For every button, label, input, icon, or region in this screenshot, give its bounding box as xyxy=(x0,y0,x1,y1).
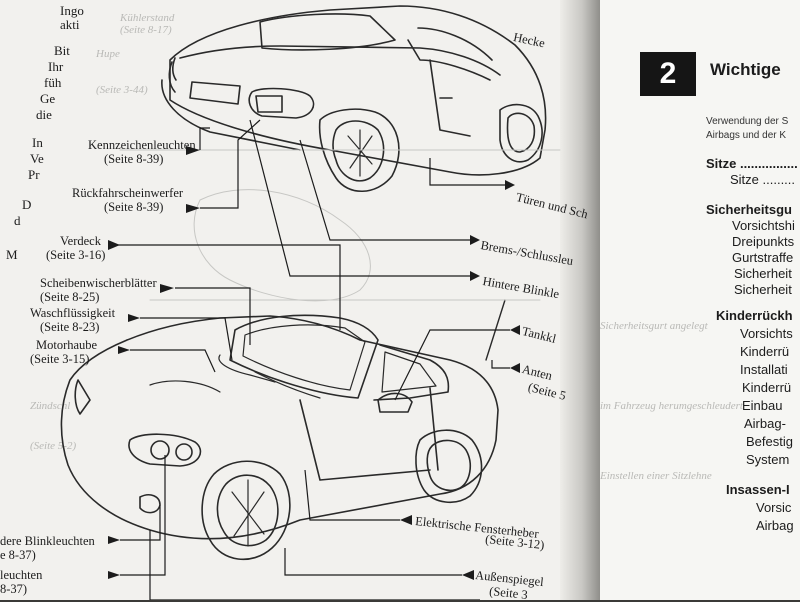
callout-motorhaube: Motorhaube xyxy=(36,338,98,352)
body-text-fragment: Ge xyxy=(40,91,56,106)
toc-section-insassen: Insassen-I xyxy=(726,482,790,497)
callout-scheibenwischerblaetter: Scheibenwischerblätter xyxy=(40,276,157,290)
body-text-fragment: Ihr xyxy=(48,59,64,74)
toc-entry: Sitze ......... xyxy=(730,172,796,187)
toc-entry: Vorsichtshi xyxy=(732,218,795,233)
body-text-fragment: M xyxy=(6,247,18,262)
callout-rueckfahrscheinwerfer-page: (Seite 8-39) xyxy=(104,200,164,214)
toc-entry: Einbau xyxy=(742,398,783,413)
body-text-fragment: die xyxy=(36,107,52,122)
toc-entry: Sicherheit xyxy=(734,266,792,281)
rear-view-car xyxy=(161,5,547,192)
body-text-fragment: In xyxy=(32,135,43,150)
leader-lines xyxy=(108,119,510,600)
callout-scheinwerfer-page: 8-37) xyxy=(0,582,28,596)
callout-kennzeichenleuchten-page: (Seite 8-39) xyxy=(104,152,164,166)
bleed-through-text: Sicherheitsgurt angelegt xyxy=(600,320,708,332)
chapter-number-badge: 2 xyxy=(640,52,696,96)
toc-section-sicherheitsgurte: Sicherheitsgu xyxy=(706,202,792,217)
bleed-through-text: (Seite 3-44) xyxy=(96,84,148,96)
callout-scheinwerfer: leuchten xyxy=(0,568,43,582)
toc-entry: Vorsic xyxy=(756,500,792,515)
body-text-fragment: Ve xyxy=(30,151,44,166)
toc-entry: Sicherheit xyxy=(734,282,792,297)
toc-entry: Airbag- xyxy=(744,416,786,431)
toc-section-kinderrueckhaltesysteme: Kinderrückh xyxy=(716,308,793,323)
page-gutter xyxy=(560,0,600,600)
chapter-number: 2 xyxy=(659,57,677,90)
bleed-through-text: Zündschl xyxy=(30,400,71,412)
callout-motorhaube-page: (Seite 3-15) xyxy=(30,352,90,366)
callout-verdeck-page: (Seite 3-16) xyxy=(46,248,106,262)
toc-intro-line: Verwendung der S xyxy=(706,116,789,127)
leader-arrows xyxy=(108,146,520,580)
toc-entry: Befestig xyxy=(746,434,793,449)
toc-entry: Gurtstraffe xyxy=(732,250,794,265)
toc-entry: Installati xyxy=(740,362,788,377)
toc-intro-line: Airbags und der K xyxy=(706,130,787,141)
bleed-through-text: (Seite 8-17) xyxy=(120,24,172,36)
toc-entry: Vorsichts xyxy=(740,326,793,341)
callout-vordere-blinkleuchten-page: e 8-37) xyxy=(0,548,36,562)
body-text-fragment: d xyxy=(14,213,21,228)
callout-vordere-blinkleuchten: dere Blinkleuchten xyxy=(0,534,95,548)
callout-kennzeichenleuchten: Kennzeichenleuchten xyxy=(88,138,196,152)
toc-entry: Kinderrü xyxy=(742,380,792,395)
toc-section-sitze: Sitze ................ xyxy=(706,156,798,171)
bleed-through-text: Hupe xyxy=(96,48,120,60)
body-text-fragment: Pr xyxy=(28,167,40,182)
callout-waschfluessigkeit-page: (Seite 8-23) xyxy=(40,320,100,334)
bleed-through-text: (Seite 5-2) xyxy=(30,440,77,452)
bleed-through-text: im Fahrzeug herumgeschleudert xyxy=(600,400,743,412)
callout-rueckfahrscheinwerfer: Rückfahrscheinwerfer xyxy=(72,186,184,200)
toc-entry: System xyxy=(746,452,790,467)
body-text-fragment: akti xyxy=(60,17,80,32)
callout-scheibenwischerblaetter-page: (Seite 8-25) xyxy=(40,290,100,304)
body-text-fragment: Ingo xyxy=(60,3,84,18)
right-page xyxy=(598,0,800,600)
bleed-through-text: Einstellen einer Sitzlehne xyxy=(600,470,712,482)
callout-verdeck: Verdeck xyxy=(60,234,101,248)
toc-entry: Airbag xyxy=(756,518,794,533)
body-text-fragment: Bit xyxy=(54,43,70,58)
toc-entry: Kinderrü xyxy=(740,344,790,359)
body-text-fragment: D xyxy=(22,197,32,212)
callout-waschfluessigkeit: Waschflüssigkeit xyxy=(30,306,116,320)
bleed-through-text: Kühlerstand xyxy=(120,12,175,24)
chapter-title: Wichtige xyxy=(710,60,781,79)
body-text-fragment: füh xyxy=(44,75,62,90)
toc-entry: Dreipunkts xyxy=(732,234,795,249)
